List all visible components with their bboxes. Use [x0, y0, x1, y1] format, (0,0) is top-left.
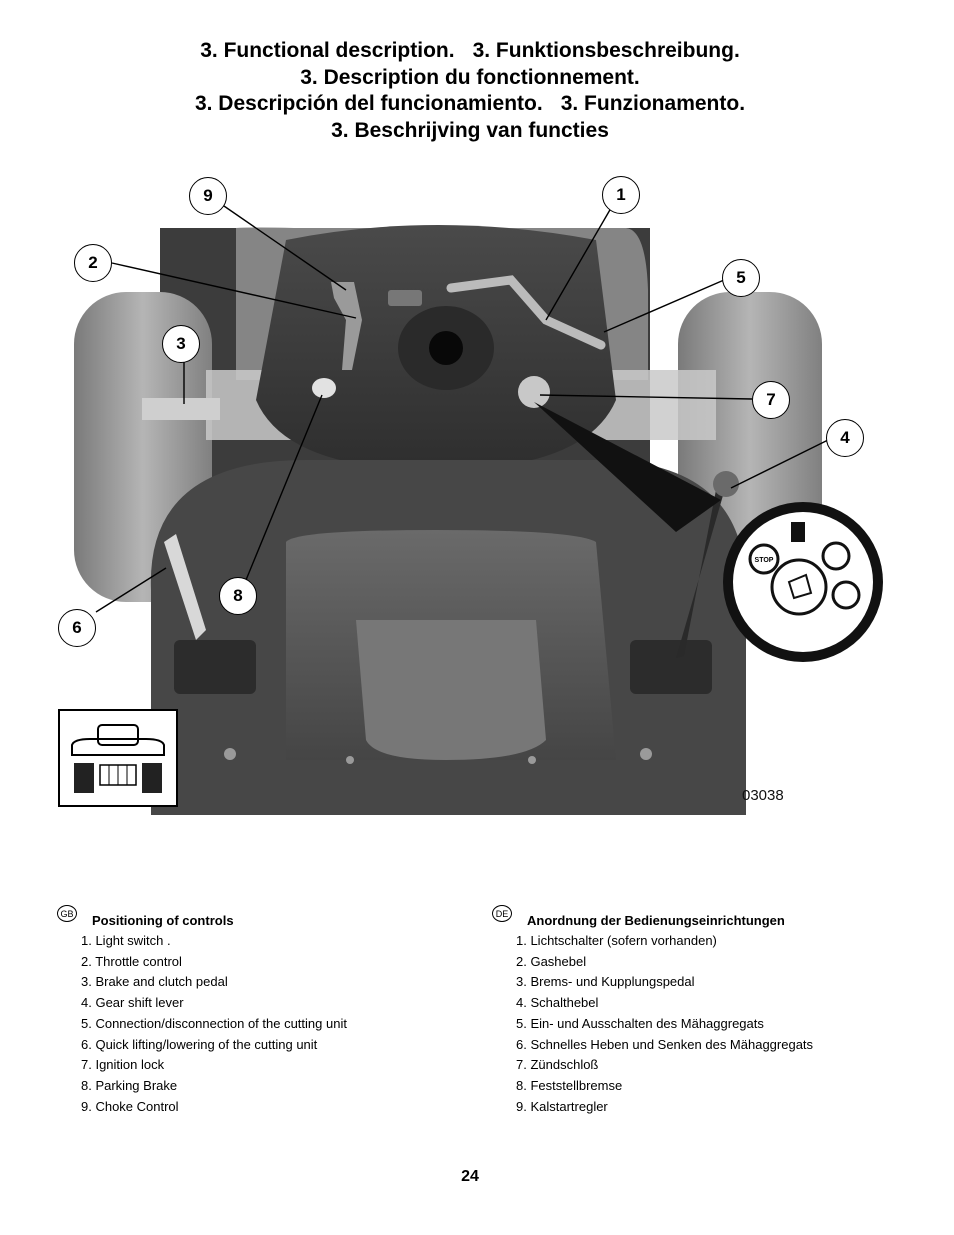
callout-6: 6: [58, 609, 96, 647]
title-es: 3. Descripción del funcionamiento.: [194, 92, 543, 115]
leader-5: [603, 279, 725, 333]
list-item: 9. Choke Control: [81, 1098, 179, 1114]
list-item: 2. Throttle control: [81, 953, 182, 969]
key-slot: [770, 558, 828, 616]
list-item: 8. Parking Brake: [81, 1077, 178, 1093]
callout-5: 5: [722, 259, 760, 297]
leader-4: [730, 439, 829, 489]
leader-1: [545, 195, 619, 321]
legend-de-list: 1. Lichtschalter (sofern vorhanden) 2. G…: [516, 931, 813, 1117]
title-en: 3. Functional description.: [200, 39, 455, 62]
leader-2: [111, 262, 357, 319]
title-line-1: 3. Functional description. 3. Funktionsbe…: [0, 38, 940, 65]
run-position-icon: [821, 541, 851, 571]
language-badge-gb: GB: [57, 905, 77, 922]
parking-brake-knob: [312, 378, 336, 398]
leader-6: [95, 567, 167, 613]
lift-lever-handle: [164, 534, 206, 640]
right-lever-housing: [630, 640, 712, 694]
list-item: 6. Quick lifting/lowering of the cutting…: [81, 1036, 318, 1052]
leader-8: [245, 394, 323, 581]
title-line-2: 3. Description du fonctionnement.: [0, 65, 940, 92]
list-item: 7. Ignition lock: [81, 1057, 165, 1073]
list-item: 5. Ein- und Ausschalten des Mähaggregats: [516, 1015, 764, 1031]
page-title-block: 3. Functional description. 3. Funktionsbe…: [0, 38, 940, 144]
list-item: 3. Brake and clutch pedal: [81, 974, 228, 990]
list-item: 4. Gear shift lever: [81, 995, 184, 1011]
tractor-controls-figure: STOP 9 1 2 5 3 7 4 8 6: [56, 170, 896, 815]
stop-position-icon: [748, 543, 780, 575]
title-line-4: 3. Beschrijving van functies: [0, 118, 940, 145]
callout-2: 2: [74, 244, 112, 282]
legend-gb-list: 1. Light switch . 2. Throttle control 3.…: [81, 931, 347, 1117]
list-item: 5. Connection/disconnection of the cutti…: [81, 1015, 347, 1031]
figure-code: 03038: [742, 787, 784, 804]
list-item: 6. Schnelles Heben und Senken des Mähagg…: [516, 1036, 814, 1052]
tractor-illustration: STOP: [74, 194, 883, 815]
callout-3: 3: [162, 325, 200, 363]
list-item: 1. Lichtschalter (sofern vorhanden): [516, 933, 717, 948]
title-it: 3. Funzionamento.: [560, 92, 746, 115]
gear-shift-knob: [713, 471, 739, 497]
ignition-switch: [518, 376, 550, 408]
list-item: 1. Light switch .: [81, 933, 171, 948]
list-item: 3. Brems- und Kupplungspedal: [516, 974, 695, 990]
callout-9: 9: [189, 177, 227, 215]
zoom-wedge: [534, 402, 721, 532]
start-position-icon: [831, 580, 861, 610]
page-number: 24: [461, 1168, 479, 1185]
stop-label: STOP: [755, 557, 774, 564]
list-item: 4. Schalthebel: [516, 995, 599, 1011]
tractor-front-view-icon: [71, 724, 165, 793]
list-item: 9. Kalstartregler: [516, 1098, 608, 1114]
leader-7: [539, 394, 753, 400]
title-fr: 3. Description du fonctionnement.: [300, 65, 640, 89]
list-item: 7. Zündschloß: [516, 1057, 599, 1073]
title-nl: 3. Beschrijving van functies: [331, 118, 609, 142]
title-line-3: 3. Descripción del funcionamiento. 3. Fun…: [0, 91, 940, 118]
title-de: 3. Funktionsbeschreibung.: [472, 39, 740, 62]
callout-4: 4: [826, 419, 864, 457]
view-direction-inset: [58, 709, 178, 807]
steering-column: [429, 331, 463, 365]
seat-cushion: [356, 620, 546, 760]
gear-shift-lever: [676, 490, 724, 658]
leader-9: [207, 194, 347, 291]
legend-de-title: Anordnung der Bedienungseinrichtungen: [527, 913, 785, 928]
cutting-unit-lever: [446, 275, 606, 350]
legend-gb-title: Positioning of controls: [92, 913, 234, 928]
left-lever-housing: [174, 640, 256, 694]
callout-1: 1: [602, 176, 640, 214]
language-badge-de: DE: [492, 905, 512, 922]
throttle-lever: [331, 282, 362, 370]
callout-8: 8: [219, 577, 257, 615]
pedal-shaft: [142, 398, 220, 420]
list-item: 8. Feststellbremse: [516, 1077, 623, 1093]
list-item: 2. Gashebel: [516, 953, 587, 969]
choke-position-icon: [791, 522, 805, 542]
callout-7: 7: [752, 381, 790, 419]
